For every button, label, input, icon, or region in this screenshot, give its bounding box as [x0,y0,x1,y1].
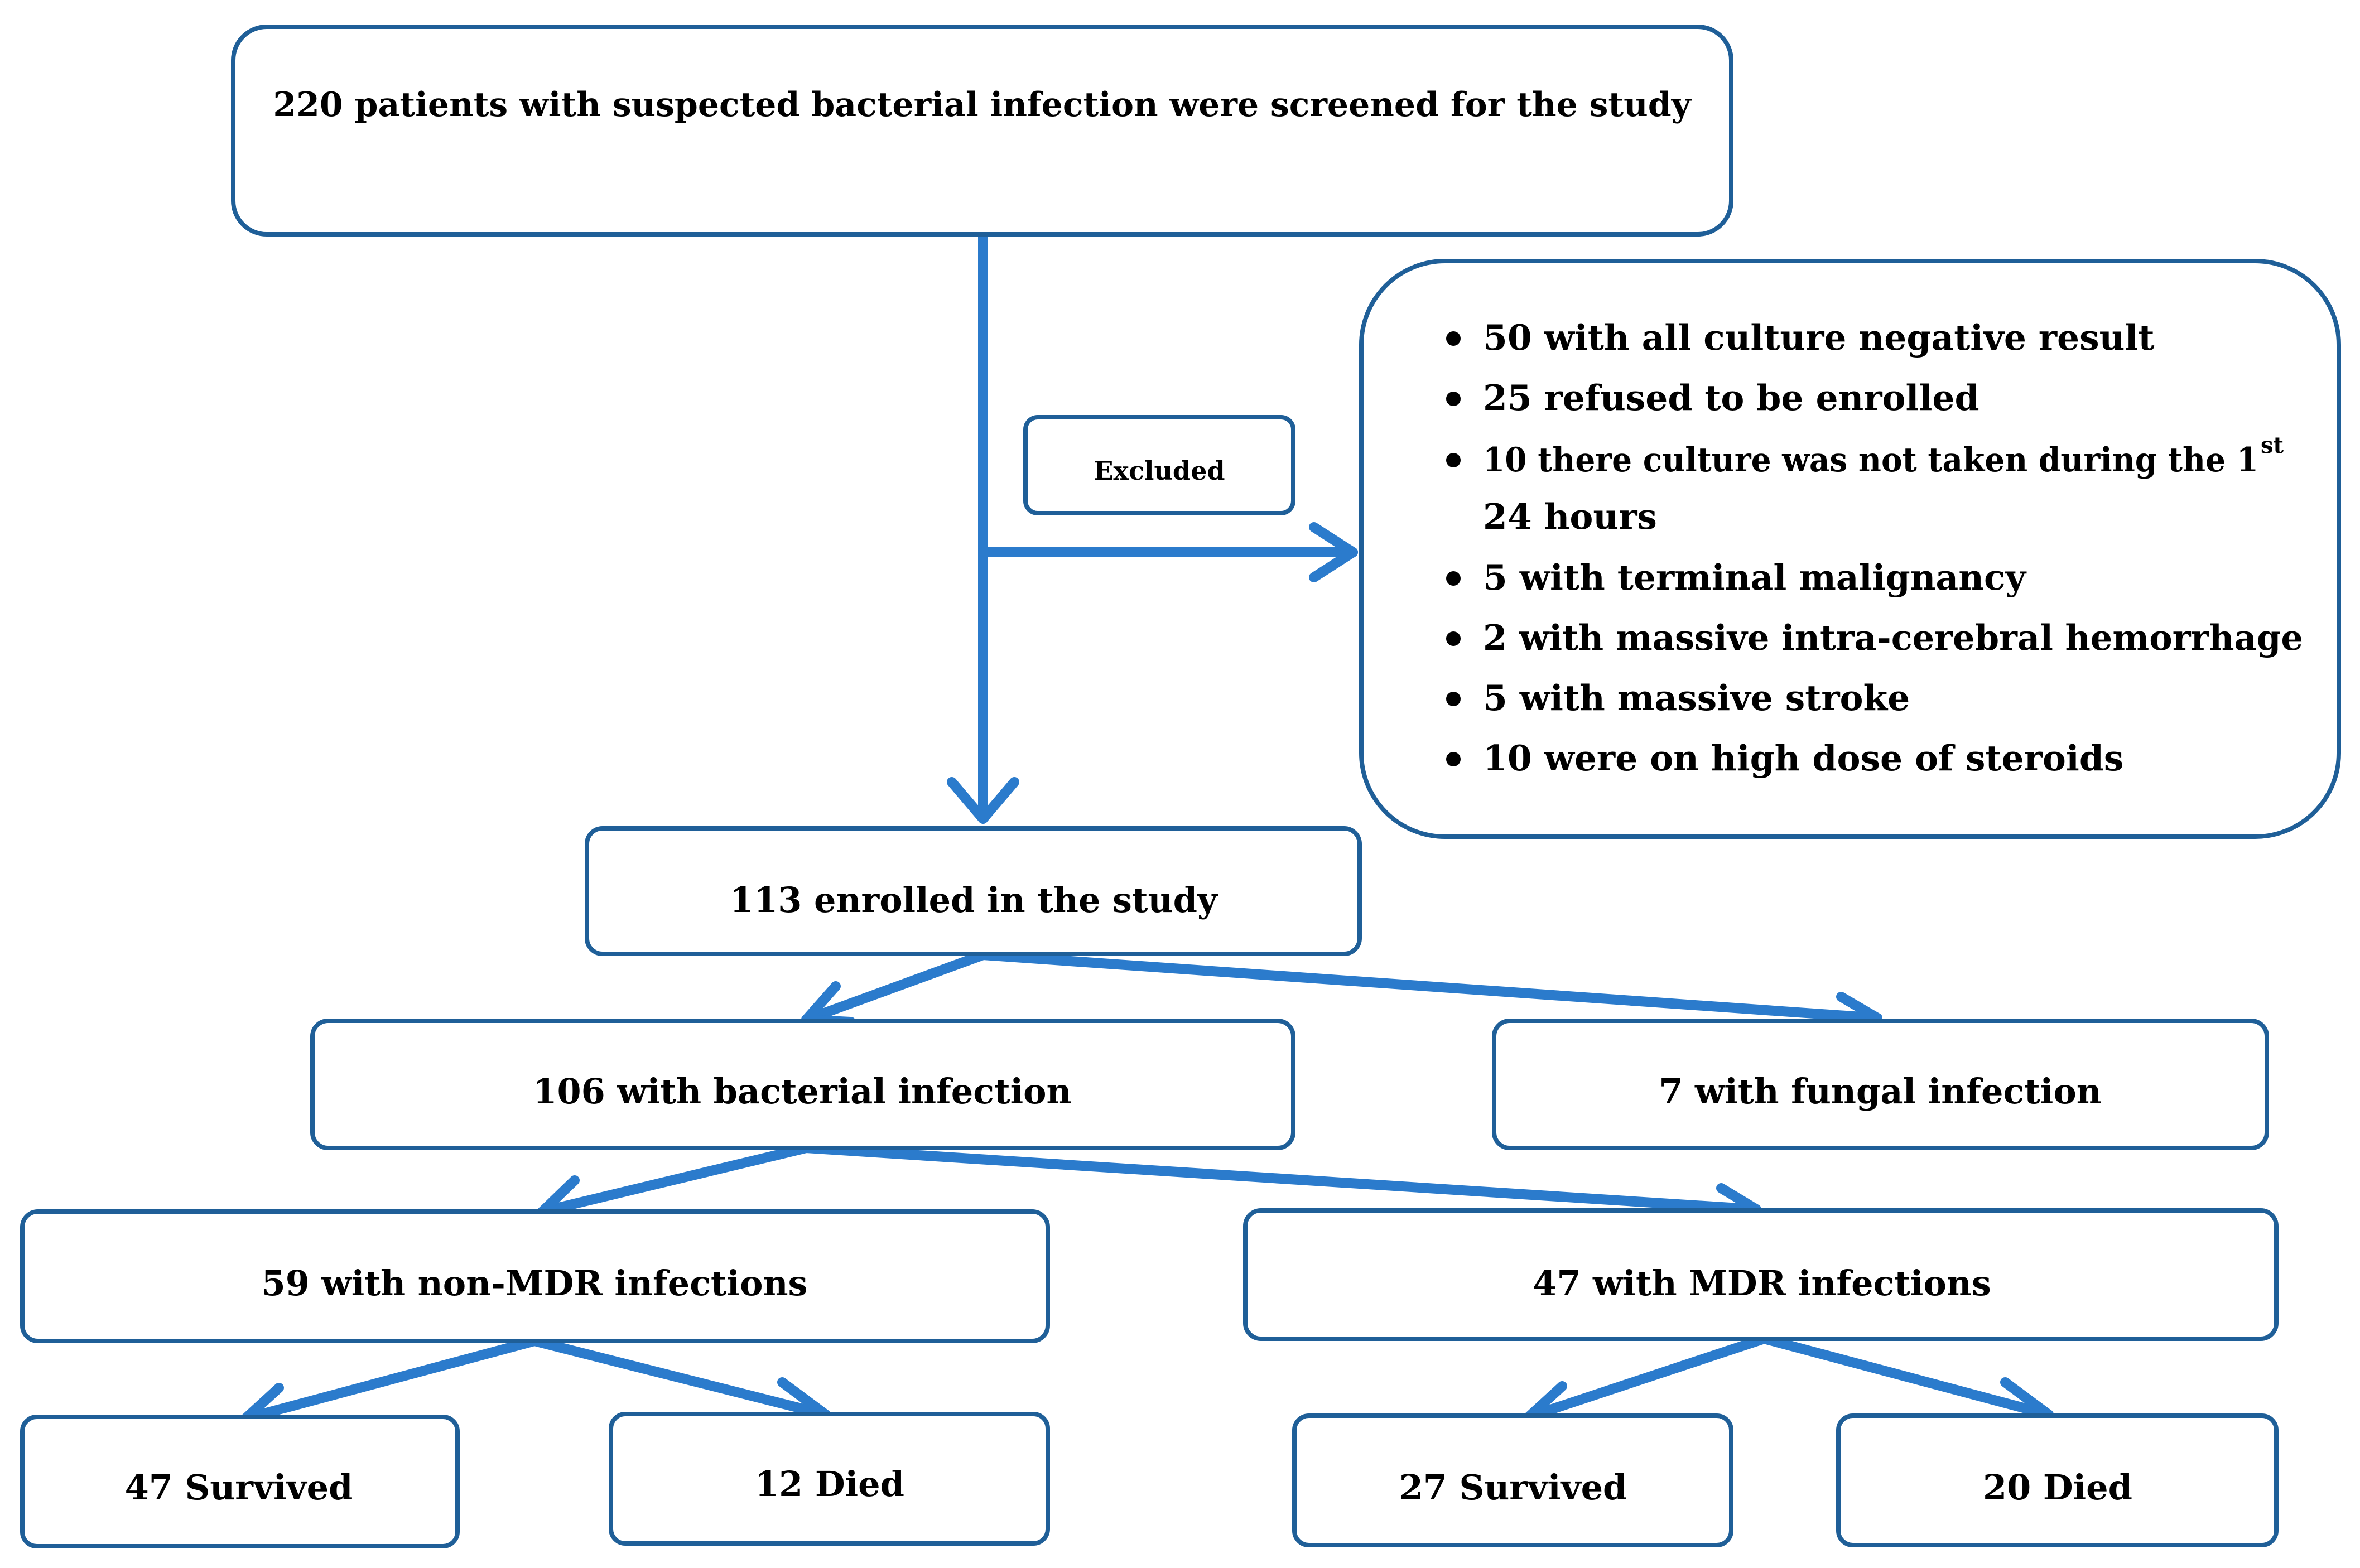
mdr-box [1243,1208,2279,1341]
arrowhead-excluded [1309,522,1358,582]
mdr-text: 47 with MDR infections [1533,1263,1991,1304]
connector-enrolled-to-bacterial [801,950,988,1025]
bullet-icon [1446,571,1461,586]
exclusion-list: 50 with all culture negative result 25 r… [1446,317,2303,779]
non-mdr-survived-box [20,1415,460,1548]
fungal-box [1492,1019,2269,1150]
exclusion-item: 5 with massive stroke [1483,677,1910,718]
exclusion-item: 2 with massive intra-cerebral hemorrhage [1483,617,2303,658]
screening-text: 220 patients with suspected bacterial in… [273,85,1692,124]
non-mdr-text: 59 with non-MDR infections [262,1263,808,1304]
enrolled-box [585,826,1362,956]
non-mdr-died-text: 12 Died [755,1464,904,1504]
exclusion-item: 50 with all culture negative result [1483,317,2154,358]
fungal-text: 7 with fungal infection [1659,1071,2102,1112]
exclusion-item: 5 with terminal malignancy [1483,557,2027,598]
exclusion-criteria-box [1359,259,2341,839]
exclusion-item: 10 there culture was not taken during th… [1483,441,2258,480]
connector-mdr-to-survived [1524,1334,1769,1422]
box-labels: 220 patients with suspected bacterial in… [125,85,2132,1508]
exclusion-item-cont: 24 hours [1483,496,1657,537]
enrolled-text: 113 enrolled in the study [730,880,1218,920]
connector-mdr-to-died [1759,1334,2054,1420]
bullet-icon [1446,692,1461,706]
mdr-survived-text: 27 Survived [1399,1467,1627,1508]
bullet-icon [1446,752,1461,766]
arrowhead-enrolled [947,777,1019,824]
bullet-icon [1446,453,1461,467]
bullet-icon [1446,331,1461,346]
exclusion-item: 25 refused to be enrolled [1483,377,1979,418]
bullet-icon [1446,631,1461,646]
connector-enrolled-to-fungal [978,950,1882,1023]
bacterial-box [310,1019,1295,1150]
connector-bacterial-to-nonmdr [537,1143,811,1217]
exclusion-item: 10 were on high dose of steroids [1483,737,2123,779]
exclusion-item-main: 10 there culture was not taken during th… [1483,441,2258,480]
connector-bacterial-to-mdr [801,1143,1761,1214]
non-mdr-box [20,1209,1050,1343]
exclusion-item-sup: st [2261,432,2284,459]
connector-nonmdr-to-survived [240,1336,540,1424]
non-mdr-died-box [609,1412,1050,1546]
connector-nonmdr-to-died [529,1336,831,1420]
bacterial-text: 106 with bacterial infection [533,1071,1071,1112]
screening-box [231,25,1733,237]
mdr-survived-box [1292,1413,1733,1547]
non-mdr-survived-text: 47 Survived [125,1467,353,1508]
mdr-died-text: 20 Died [1983,1467,2132,1508]
boxes [20,25,2341,1548]
excluded-label: Excluded [1094,456,1225,486]
mdr-died-box [1836,1413,2279,1547]
bullet-icon [1446,392,1461,406]
excluded-label-box [1023,415,1295,515]
